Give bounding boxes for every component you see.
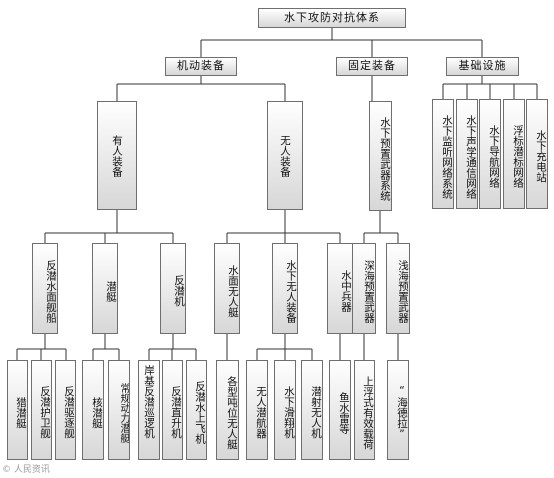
asw-destroyer-node: 反潜驱逐舰 xyxy=(55,360,76,460)
mobile-equipment-node: 机动装备 xyxy=(165,57,237,76)
infra-item-acoustic-comm-network: 水下声学通信网络 xyxy=(456,99,478,209)
conventional-submarine-node: 常规动力潜艇 xyxy=(108,360,130,460)
torpedo-mine-node: 鱼水雷等 xyxy=(329,360,351,460)
fixed-equipment-node: 固定装备 xyxy=(336,57,408,76)
infra-item-monitoring-network: 水下监听网络系统 xyxy=(432,99,454,209)
asw-frigate-node: 反潜护卫舰 xyxy=(31,360,52,460)
submarine-launched-uav-node: 潜射无人机 xyxy=(301,360,323,460)
uuv-node: 无人潜航器 xyxy=(246,360,268,460)
root-node: 水下攻防对抗体系 xyxy=(258,8,406,28)
usv-types-node: 各型吨位无人艇 xyxy=(216,360,239,460)
asw-aircraft-node: 反潜机 xyxy=(160,243,186,334)
asw-seaplane-node: 反潜水上飞机 xyxy=(186,360,207,460)
hydra-node: “海德拉” xyxy=(387,360,409,460)
floating-payload-node: 上浮式有效载荷 xyxy=(354,360,375,460)
submarine-node: 潜艇 xyxy=(92,243,118,334)
shore-patrol-aircraft-node: 岸基反潜巡逻机 xyxy=(138,360,160,460)
manned-equipment-node: 有人装备 xyxy=(97,101,137,210)
infra-item-buoy-network: 浮标潜标网络 xyxy=(503,99,525,209)
shallow-sea-prepositioned-node: 浅海预置武器 xyxy=(386,243,410,334)
infrastructure-node: 基础设施 xyxy=(446,57,519,76)
shore-patrol-aircraft-label: 岸基反潜巡逻机 xyxy=(143,365,156,439)
infra-item-navigation-network: 水下导航网络 xyxy=(479,99,501,209)
asw-surface-ship-node: 反潜水面舰船 xyxy=(32,243,58,334)
asw-helicopter-node: 反潜直升机 xyxy=(162,360,183,460)
nuclear-submarine-node: 核潜艇 xyxy=(82,360,104,460)
usv-node: 水面无人艇 xyxy=(214,243,240,334)
unmanned-equipment-node: 无人装备 xyxy=(267,101,303,210)
underwater-prepositioned-weapons-node: 水下预置武器系统 xyxy=(369,101,392,211)
underwater-unmanned-node: 水下无人装备 xyxy=(272,243,298,334)
deep-sea-prepositioned-node: 深海预置武器 xyxy=(352,243,376,334)
underwater-weapons-node: 水中兵器 xyxy=(327,243,353,334)
infra-item-charging-station: 水下充电站 xyxy=(526,99,548,209)
watermark: © 人民资讯 xyxy=(2,465,50,475)
subchaser-node: 猎潜艇 xyxy=(7,360,28,460)
underwater-glider-node: 水下滑翔机 xyxy=(274,360,296,460)
